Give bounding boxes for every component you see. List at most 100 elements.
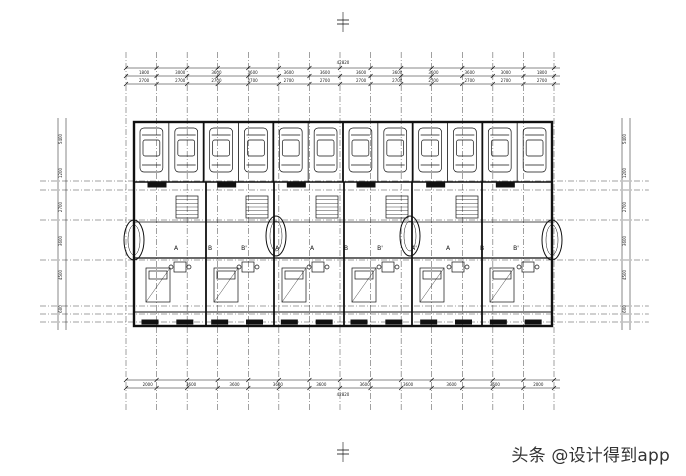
unit-type-label: B — [208, 245, 212, 252]
bottom-dimension-label: 2000 — [143, 382, 154, 387]
door-block — [217, 182, 237, 188]
top-dimension-label: 3000 — [501, 70, 512, 75]
left-dimension-label: 5400 — [58, 133, 63, 144]
grid-bubble-right — [648, 177, 656, 185]
dim-tick — [215, 65, 220, 71]
car-window — [247, 139, 265, 157]
window-block — [350, 319, 368, 325]
table-icon — [311, 261, 325, 273]
bed-icon — [281, 267, 307, 303]
top-dimension-label: 1800 — [139, 70, 150, 75]
dim-tick — [337, 377, 343, 383]
car-window — [177, 139, 196, 157]
car-icon — [383, 127, 408, 173]
top-dimension-label: 2700 — [392, 78, 403, 83]
dim-tick — [521, 385, 526, 391]
pillow-icon — [422, 270, 442, 280]
grid-bubble-top — [183, 44, 191, 52]
car-icon — [244, 127, 268, 173]
window-block — [315, 319, 333, 325]
table-icon — [521, 261, 535, 273]
dim-tick — [307, 377, 312, 383]
top-dimension-label: 2700 — [501, 78, 512, 83]
window-block — [176, 319, 194, 325]
dim-tick — [460, 385, 465, 391]
dim-tick — [276, 65, 282, 71]
car-window — [351, 139, 370, 157]
bay-window — [399, 215, 421, 257]
unit-type-label: A' — [411, 245, 417, 252]
bed-detail — [281, 267, 307, 303]
grid-bubble-bottom — [550, 411, 558, 419]
right-dimension-label: 4500 — [622, 269, 627, 280]
pillow-icon — [492, 270, 512, 280]
car-icon — [418, 127, 442, 173]
dim-tick — [215, 81, 220, 87]
left-dimension-label: 4500 — [58, 269, 63, 280]
dim-tick — [154, 377, 159, 383]
grid-bubble-left — [30, 256, 38, 264]
dim-tick — [398, 73, 404, 79]
car-window — [456, 139, 474, 157]
bay-window-inner — [269, 220, 283, 252]
dim-tick — [429, 81, 434, 87]
top-dimension-label: 2700 — [537, 78, 548, 83]
grid-bubble-right — [648, 186, 656, 194]
chair-icon — [306, 264, 312, 270]
top-dimension-label: 2700 — [211, 78, 222, 83]
dim-tick — [490, 385, 496, 391]
grid-bubble-top — [428, 44, 435, 52]
chair-icon — [534, 264, 540, 270]
chair-icon — [464, 264, 470, 270]
car-icon — [453, 127, 477, 173]
top-dimension-label: 2700 — [284, 78, 295, 83]
dim-tick — [551, 377, 557, 383]
dim-tick — [276, 377, 282, 383]
grid-bubble-bottom — [153, 411, 160, 419]
dim-tick — [490, 65, 496, 71]
grid-bubble-bottom — [183, 411, 191, 419]
right-dimension-label: 5400 — [622, 133, 627, 144]
grid-bubble-left — [30, 186, 38, 194]
dim-tick — [246, 385, 251, 391]
dim-tick — [398, 65, 404, 71]
left-dimension-label: 600 — [58, 305, 63, 313]
pillow-icon — [216, 270, 236, 280]
top-dimension-label: 3000 — [175, 70, 186, 75]
top-dimension-label: 2700 — [464, 78, 475, 83]
car-window — [281, 139, 300, 157]
pillow-icon — [284, 270, 304, 280]
left-dimension-label: 3600 — [58, 235, 63, 246]
dim-tick — [276, 73, 282, 79]
table-icon — [381, 261, 395, 273]
top-dimension-label: 3600 — [464, 70, 475, 75]
car-icon — [174, 127, 199, 173]
chair-icon — [324, 264, 330, 270]
grid-bubble-right — [648, 256, 656, 264]
car-icon — [278, 127, 303, 173]
dim-tick — [398, 377, 404, 383]
right-dimension-label: 3600 — [622, 235, 627, 246]
pillow-icon — [148, 270, 168, 280]
grid-bubble-left — [30, 310, 38, 318]
dim-tick — [429, 377, 434, 383]
dim-tick — [429, 73, 434, 79]
window-block — [455, 319, 472, 325]
dim-tick — [307, 385, 312, 391]
dim-tick — [123, 73, 129, 79]
dim-tick — [123, 385, 129, 391]
bed-detail — [145, 267, 171, 303]
watermark-text: 头条 @设计得到app — [511, 446, 670, 466]
pillow-icon — [354, 270, 374, 280]
grid-bubble-bottom — [336, 411, 344, 419]
window-block — [211, 319, 229, 325]
grid-bubble-top — [397, 44, 405, 52]
top-dimension-label: 2700 — [139, 78, 150, 83]
grid-bubble-right — [648, 318, 656, 326]
dim-tick — [246, 73, 251, 79]
bay-window-inner — [403, 220, 417, 252]
grid-bubble-top — [550, 44, 558, 52]
unit-type-label: A' — [275, 245, 281, 252]
car-icon — [348, 127, 373, 173]
grid-bubble-top — [275, 44, 283, 52]
